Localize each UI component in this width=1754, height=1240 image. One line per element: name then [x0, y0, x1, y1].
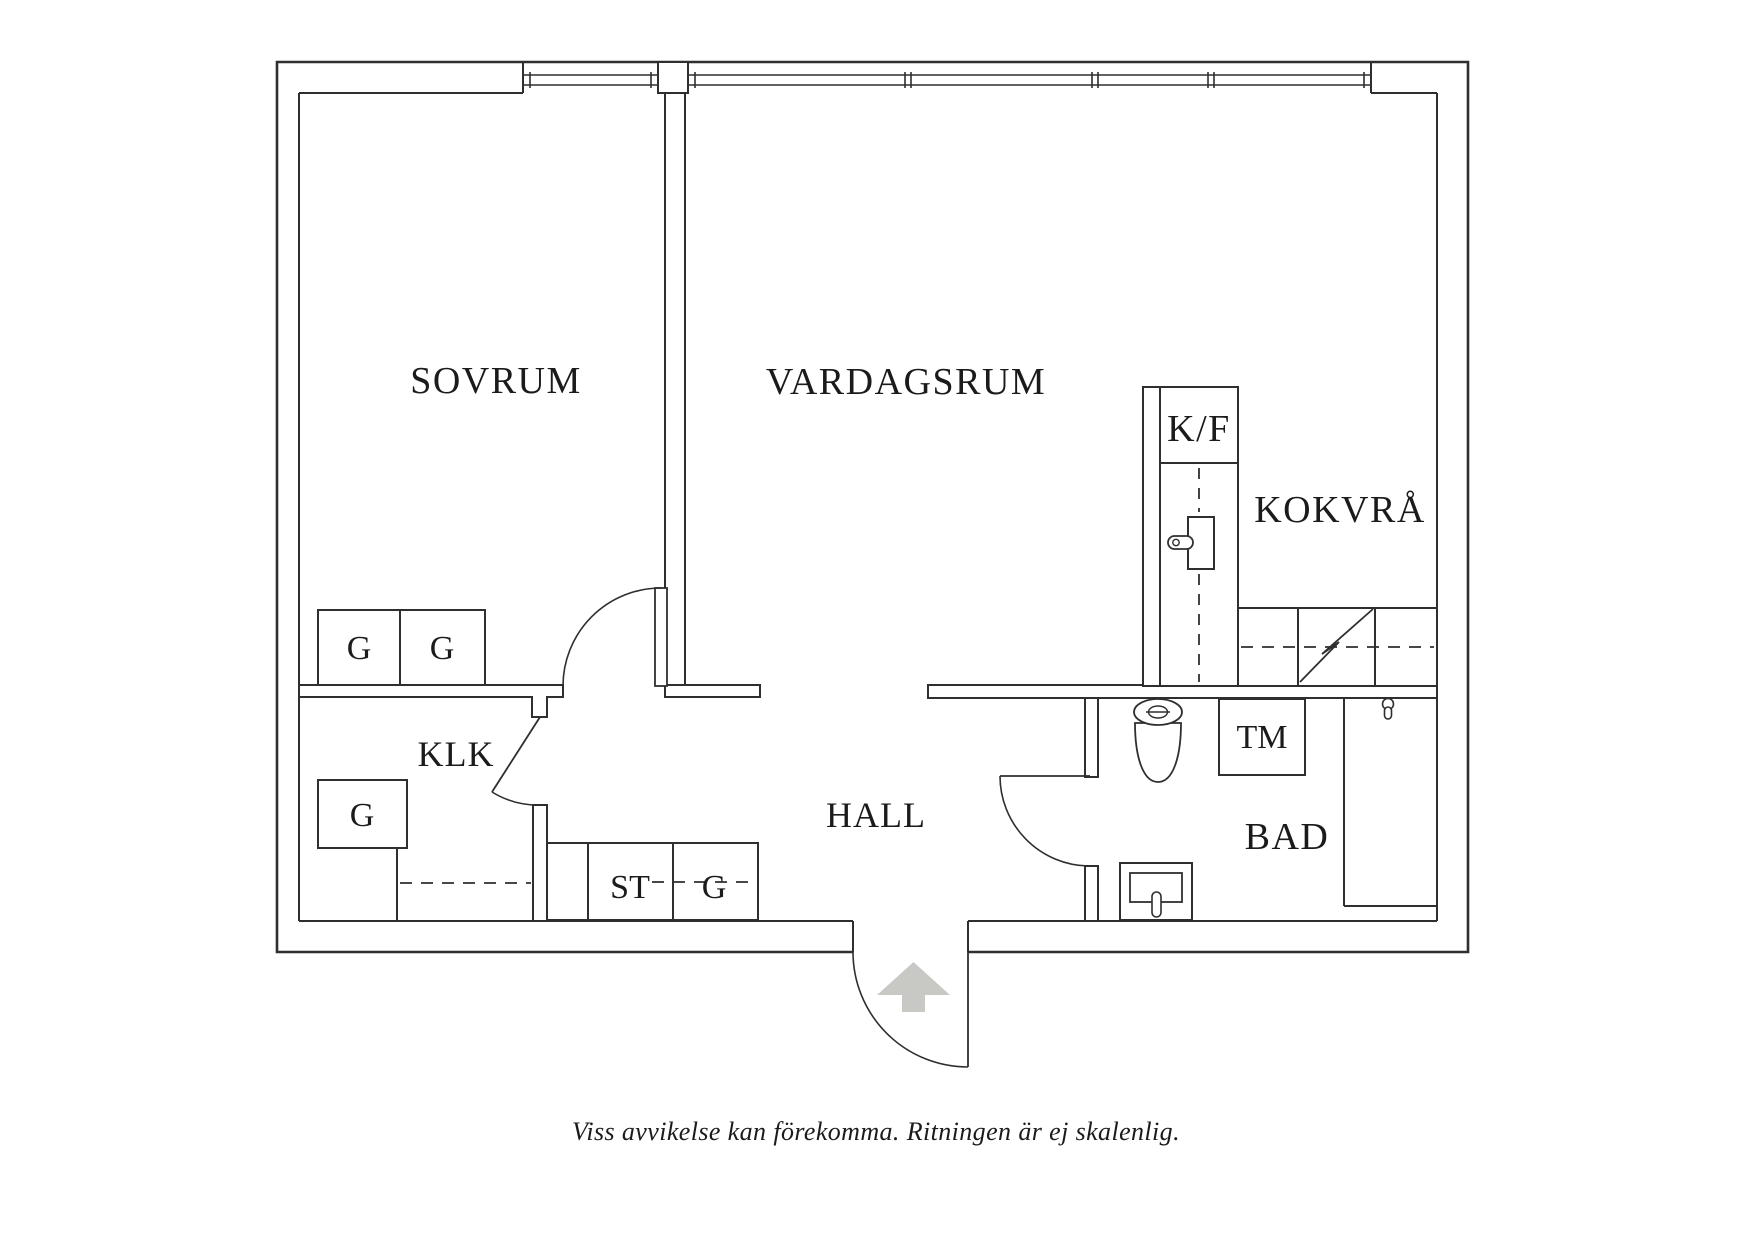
label-bad: BAD — [1245, 816, 1330, 858]
label-kf: K/F — [1167, 408, 1231, 450]
shower-faucet-icon — [1381, 697, 1395, 720]
entrance-arrow-icon — [877, 962, 950, 1012]
wall-bad-lower — [1084, 865, 1099, 922]
washing-machine — [1218, 698, 1306, 776]
wall-klk-hall — [532, 804, 548, 922]
toilet-icon — [1133, 698, 1183, 783]
label-klk: KLK — [418, 734, 495, 774]
label-tm: TM — [1237, 719, 1288, 756]
klk-door — [491, 716, 541, 806]
bathroom-door — [999, 775, 1090, 867]
stove-icon — [1299, 608, 1374, 683]
label-vardagsrum: VARDAGSRUM — [766, 361, 1046, 403]
kitchen-sink — [1187, 516, 1215, 570]
shower-partition — [1343, 698, 1437, 907]
sovrum-door — [562, 587, 668, 687]
window-pier — [657, 61, 689, 94]
washbasin-icon — [1119, 862, 1193, 921]
label-sovrum: SOVRUM — [410, 360, 582, 402]
kitchen-faucet-icon — [1167, 535, 1194, 550]
label-kokvra: KOKVRÅ — [1254, 489, 1426, 531]
label-hall: HALL — [826, 795, 926, 835]
klk-wardrobe — [317, 779, 408, 849]
label-g-closet: G — [702, 869, 727, 906]
disclaimer-caption: Viss avvikelse kan förekomma. Ritningen … — [572, 1117, 1180, 1146]
sovrum-wardrobes — [317, 609, 486, 686]
kitchen-counter — [1237, 607, 1438, 687]
wall-bad-upper — [1084, 697, 1099, 778]
wall-sovrum-vardagsrum — [664, 92, 686, 687]
wall-sovrum-klk — [298, 684, 564, 718]
klk-alcove — [396, 848, 531, 921]
window-band — [523, 72, 1371, 88]
label-g-wardrobe-2: G — [430, 630, 455, 667]
wall-vardagsrum-hall-left — [664, 684, 761, 698]
label-g-klk: G — [350, 797, 375, 834]
label-st: ST — [610, 869, 650, 906]
entrance-door — [852, 951, 969, 1068]
label-g-wardrobe-1: G — [347, 630, 372, 667]
exterior-wall-outline — [275, 60, 1470, 954]
